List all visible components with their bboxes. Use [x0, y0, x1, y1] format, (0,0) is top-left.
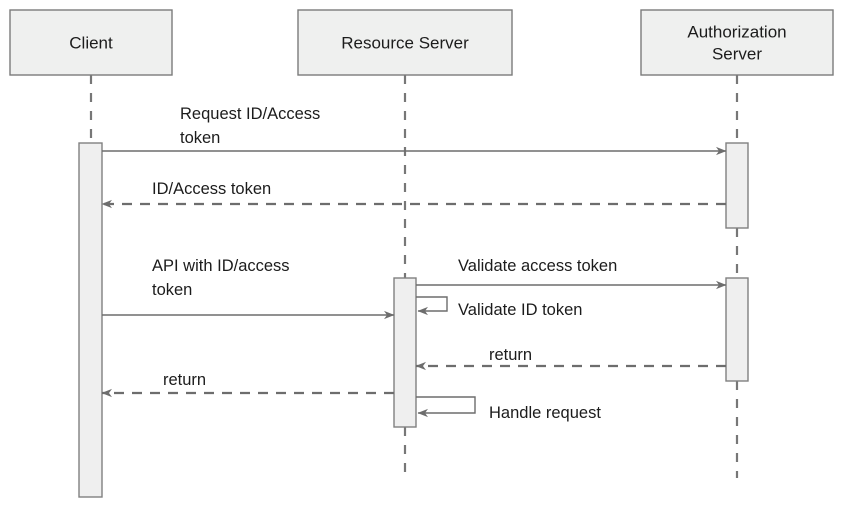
activations-layer: [78, 142, 749, 498]
lifelines-layer: [89, 75, 739, 478]
participant-resource_server[interactable]: Resource Server: [297, 9, 513, 76]
participant-label-resource_server: Resource Server: [341, 34, 469, 53]
message-m8: [416, 396, 476, 418]
participant-box-client[interactable]: [9, 9, 173, 76]
message-label-m4: Validate access token: [458, 257, 617, 275]
participant-client[interactable]: Client: [9, 9, 173, 76]
self-message-line-m8: [416, 396, 476, 418]
message-label-m6: return: [489, 346, 532, 364]
message-label-m5: Validate ID token: [458, 301, 582, 319]
activation-bar-authorization_server: [725, 142, 749, 229]
message-label-m2: ID/Access token: [152, 180, 271, 198]
participant-box-authorization_server[interactable]: [640, 9, 834, 76]
activation-bar-resource_server: [393, 277, 417, 428]
self-message-line-m5: [416, 296, 448, 316]
message-label-m8: Handle request: [489, 404, 601, 422]
participant-box-resource_server[interactable]: [297, 9, 513, 76]
message-m5: [416, 296, 448, 316]
message-label-m7: return: [163, 371, 206, 389]
participant-label-client: Client: [69, 34, 113, 53]
activation-bar-client: [78, 142, 103, 498]
activation-bar-authorization_server: [725, 277, 749, 382]
